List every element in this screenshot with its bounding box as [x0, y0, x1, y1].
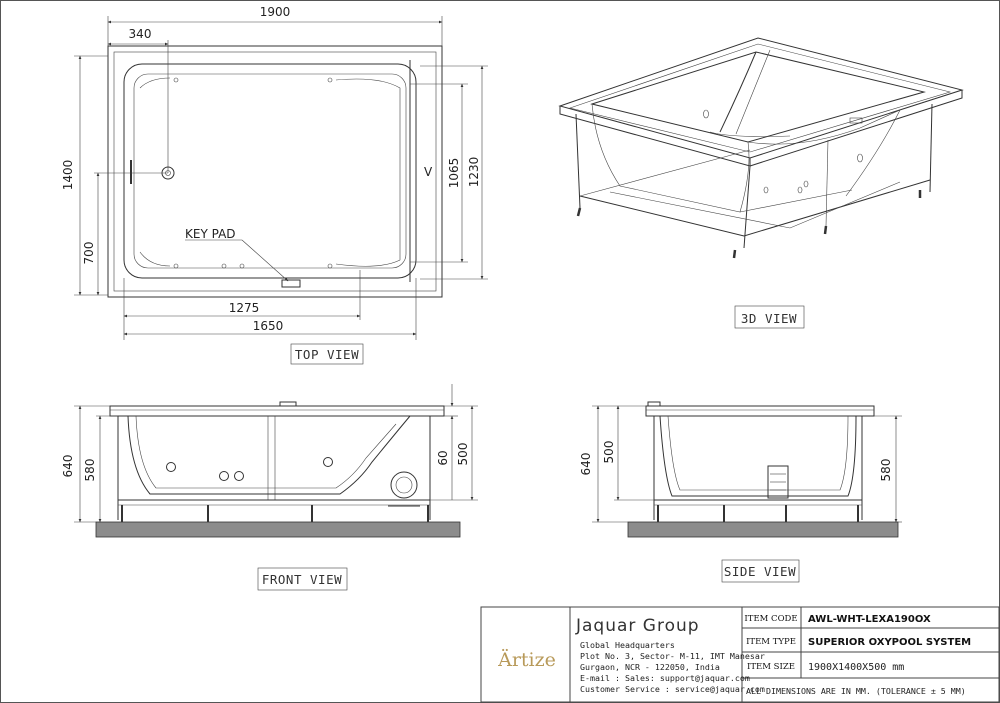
- brand-logo: Ärtize: [497, 648, 556, 671]
- item-code-label: ITEM CODE: [744, 614, 797, 624]
- side-dim-640: 640: [579, 453, 593, 476]
- dim-1065: 1065: [447, 158, 461, 189]
- address-line-5: Customer Service : service@jaquar.com: [580, 684, 765, 694]
- front-dim-640: 640: [61, 455, 75, 478]
- dim-1400: 1400: [61, 160, 75, 191]
- dim-1275: 1275: [229, 301, 260, 315]
- address-line-3: Gurgaon, NCR - 122050, India: [580, 662, 720, 672]
- tub-outline-top: [107, 45, 443, 298]
- side-dim-500: 500: [602, 441, 616, 464]
- dim-1650: 1650: [253, 319, 284, 333]
- svg-text:V: V: [424, 165, 433, 179]
- title-block: Ärtize Jaquar Group Global Headquarters …: [480, 606, 1000, 703]
- dimensions-note: ALL DIMENSIONS ARE IN MM. (TOLERANCE ± 5…: [746, 686, 966, 696]
- address-line-4: E-mail : Sales: support@jaquar.com: [580, 673, 750, 683]
- view-3d: 3D VIEW: [558, 37, 964, 329]
- item-size-value: 1900X1400X500 mm: [808, 662, 904, 673]
- dim-1900: 1900: [260, 5, 291, 19]
- top-view: V 1900 340 1400 700 1065 1230 1275: [61, 5, 488, 365]
- side-dim-580: 580: [879, 459, 893, 482]
- item-size-label: ITEM SIZE: [747, 662, 795, 672]
- front-view-label: FRONT VIEW: [262, 572, 342, 587]
- company-name: Jaquar Group: [575, 616, 700, 636]
- front-dim-580: 580: [83, 459, 97, 482]
- side-view: 640 500 580 SIDE VIEW: [579, 401, 902, 583]
- address-line-1: Global Headquarters: [580, 640, 675, 650]
- front-dim-500: 500: [456, 443, 470, 466]
- front-view: 640 580 60 500 FRONT VIEW: [61, 384, 478, 591]
- side-ground: [627, 521, 899, 538]
- view-3d-label: 3D VIEW: [741, 311, 797, 326]
- dim-340: 340: [129, 27, 152, 41]
- side-view-label: SIDE VIEW: [724, 564, 796, 579]
- item-type-label: ITEM TYPE: [746, 637, 796, 647]
- item-code-value: AWL-WHT-LEXA190OX: [808, 614, 931, 625]
- pump-unit-icon: [767, 465, 789, 499]
- key-pad-icon: [281, 279, 301, 288]
- top-view-label: TOP VIEW: [295, 347, 359, 362]
- address-line-2: Plot No. 3, Sector- M-11, IMT Manesar: [580, 651, 765, 661]
- dim-1230: 1230: [467, 157, 481, 188]
- front-dim-60: 60: [436, 450, 450, 465]
- item-type-value: SUPERIOR OXYPOOL SYSTEM: [808, 637, 971, 648]
- front-ground: [95, 521, 461, 538]
- key-pad-callout: KEY PAD: [185, 227, 236, 241]
- dim-700: 700: [82, 242, 96, 265]
